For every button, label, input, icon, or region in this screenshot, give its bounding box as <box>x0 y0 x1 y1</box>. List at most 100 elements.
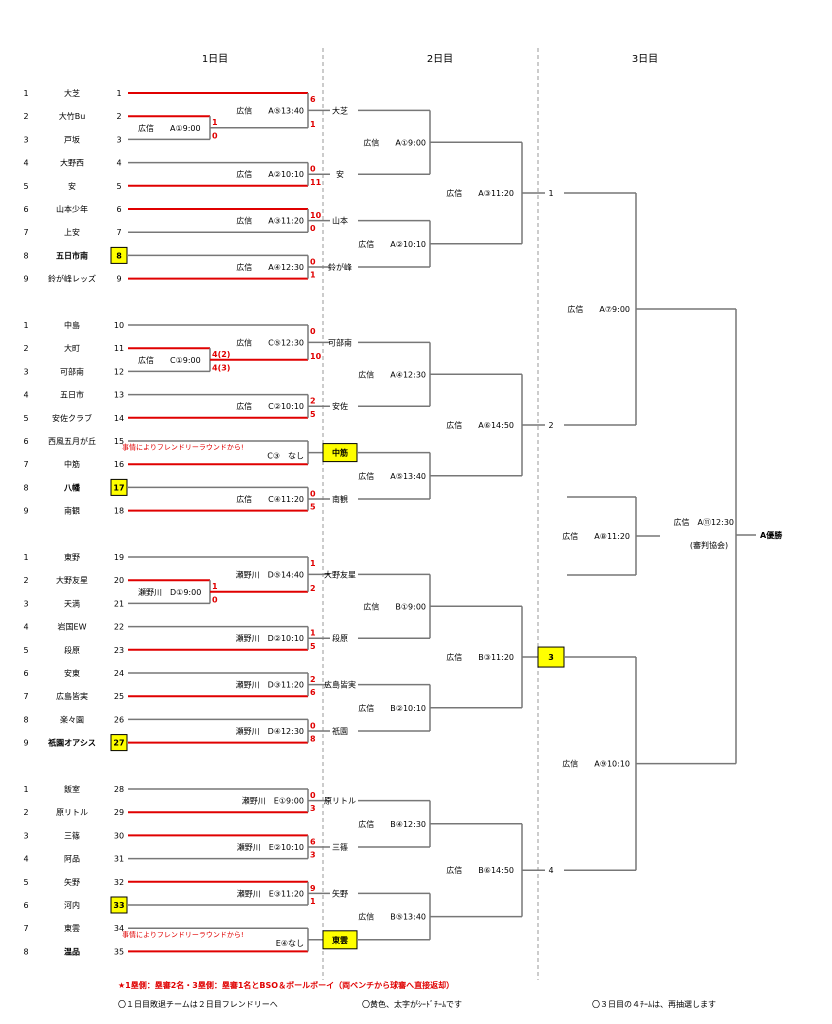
match-label: 瀬野川 E①9:00 <box>242 796 304 806</box>
team-number: 20 <box>114 576 124 585</box>
team-number: 3 <box>116 135 121 144</box>
team-seed-number: 5 <box>23 878 28 887</box>
team-seed-number: 5 <box>23 646 28 655</box>
team-name: 広島皆実 <box>56 691 88 701</box>
final-match-label: 広信 A⑪12:30 <box>673 517 734 527</box>
team-name: 祇園オアシス <box>47 738 96 748</box>
match-score-bottom: 11 <box>310 178 322 187</box>
team-name: 上安 <box>64 227 80 237</box>
team-name: 河内 <box>64 900 80 910</box>
day3-slot: 1 <box>548 189 553 198</box>
seed-team-number: 8 <box>116 251 122 260</box>
match-score-top: 9 <box>310 884 316 893</box>
match-score-bottom: 0 <box>212 595 218 604</box>
match-label: 瀬野川 E③11:20 <box>237 888 304 898</box>
team-name: 原リトル <box>56 808 88 817</box>
match-score-bottom: 3 <box>310 804 316 813</box>
team-number: 24 <box>114 669 124 678</box>
day2-team-name: 段原 <box>332 633 348 643</box>
match-label: 広信 A⑨10:10 <box>562 759 630 769</box>
match-score-top: 0 <box>310 489 316 498</box>
team-name: 五日市 <box>60 390 84 400</box>
team-seed-number: 6 <box>23 901 28 910</box>
team-seed-number: 1 <box>23 89 28 98</box>
team-number: 34 <box>114 924 124 933</box>
seed-team-number-box <box>110 896 128 914</box>
seed-day2-team-box <box>322 443 358 463</box>
team-name: 天満 <box>64 599 80 608</box>
day2-team-name: 鈴が峰 <box>328 262 352 272</box>
seed-team-number-box <box>110 734 128 752</box>
team-number: 15 <box>114 437 124 446</box>
match-score-bottom: 1 <box>310 271 316 280</box>
team-name: 矢野 <box>64 877 80 887</box>
team-number: 21 <box>114 599 124 608</box>
day3-slot: 2 <box>548 421 553 430</box>
match-label: C③ なし <box>267 452 304 461</box>
team-seed-number: 1 <box>23 785 28 794</box>
day2-team-name: 大芝 <box>332 105 348 115</box>
team-name: 東野 <box>64 552 80 562</box>
team-seed-number: 4 <box>23 623 28 632</box>
match-score-top: 1 <box>212 582 218 591</box>
team-number: 14 <box>114 414 124 423</box>
friendly-round-note: 事情によりフレンドリーラウンドから! <box>122 443 244 452</box>
team-number: 18 <box>114 507 124 516</box>
day2-team-name: 安佐 <box>332 401 348 411</box>
team-seed-number: 4 <box>23 855 28 864</box>
team-number: 7 <box>116 228 121 237</box>
team-seed-number: 3 <box>23 599 28 608</box>
match-label: 瀬野川 D③11:20 <box>236 680 304 690</box>
team-seed-number: 6 <box>23 669 28 678</box>
match-label: 広信 B①9:00 <box>363 601 426 611</box>
match-score-top: 1 <box>310 629 316 638</box>
team-seed-number: 4 <box>23 391 28 400</box>
day2-team-name: 大野友星 <box>324 569 356 579</box>
team-name: 大芝 <box>64 88 80 98</box>
team-name: 阿品 <box>64 855 80 864</box>
team-number: 31 <box>114 855 124 864</box>
seed-day2-team: 東雲 <box>332 935 348 945</box>
match-label: 広信 A⑦9:00 <box>567 304 630 314</box>
seed-team-number: 33 <box>113 901 124 910</box>
team-seed-number: 7 <box>23 228 28 237</box>
team-number: 1 <box>116 89 121 98</box>
team-name: 大野西 <box>60 158 84 168</box>
match-label: 広信 A⑧11:20 <box>562 531 630 541</box>
match-score-bottom: 5 <box>310 503 316 512</box>
match-score-top: 6 <box>310 837 316 846</box>
team-number: 9 <box>116 275 121 284</box>
team-seed-number: 1 <box>23 321 28 330</box>
match-score-bottom: 6 <box>310 688 316 697</box>
match-label: 広信 C④11:20 <box>236 494 304 504</box>
match-score-top: 2 <box>310 675 316 684</box>
match-label: 瀬野川 E②10:10 <box>237 842 304 852</box>
match-label: 広信 A⑥14:50 <box>446 420 514 430</box>
day2-team-name: 南観 <box>332 494 348 504</box>
match-label: 広信 B⑤13:40 <box>358 912 426 922</box>
team-seed-number: 2 <box>23 344 28 353</box>
team-number: 19 <box>114 553 124 562</box>
match-score-bottom: 0 <box>310 224 316 233</box>
team-number: 35 <box>114 947 124 956</box>
day2-team-name: 祇園 <box>332 726 348 736</box>
match-score-top: 0 <box>310 165 316 174</box>
team-name: 大町 <box>64 343 80 353</box>
team-name: 温品 <box>64 946 80 956</box>
day2-header: 2日目 <box>427 54 453 65</box>
footer-note-seed: 〇黄色、太字がｼｰﾄﾞﾁｰﾑです <box>362 1000 462 1009</box>
team-seed-number: 6 <box>23 205 28 214</box>
team-number: 22 <box>114 623 124 632</box>
team-number: 26 <box>114 715 124 724</box>
team-name: 中島 <box>64 320 80 330</box>
match-label: 広信 A②10:10 <box>236 169 304 179</box>
team-seed-number: 8 <box>23 715 28 724</box>
match-score-bottom: 2 <box>310 584 316 593</box>
team-number: 16 <box>114 460 124 469</box>
team-number: 28 <box>114 785 124 794</box>
day2-team-name: 可部南 <box>328 337 352 347</box>
match-label: 広信 A③11:20 <box>236 216 304 226</box>
team-seed-number: 3 <box>23 367 28 376</box>
team-seed-number: 6 <box>23 437 28 446</box>
team-seed-number: 5 <box>23 414 28 423</box>
